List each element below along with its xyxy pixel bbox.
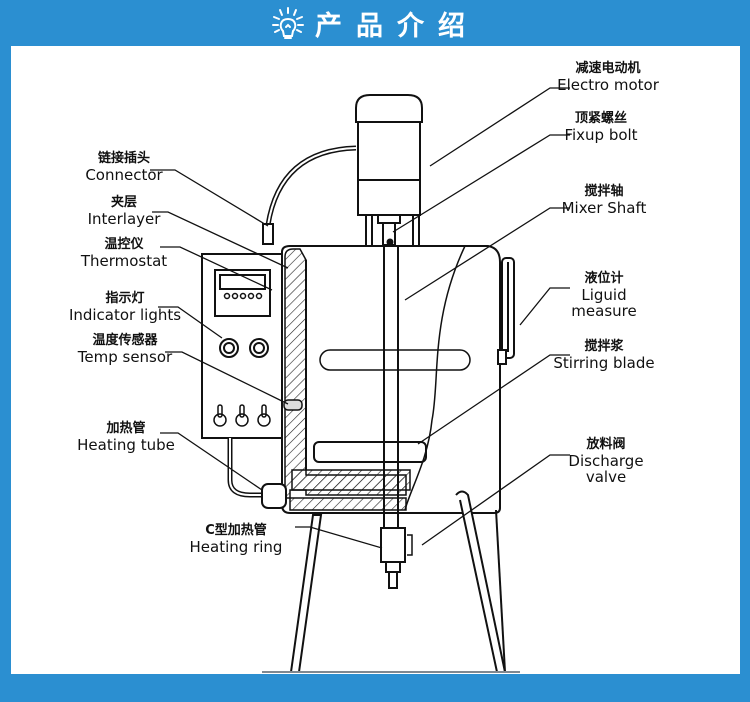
control-box-shape bbox=[201, 253, 303, 439]
electro-motor-shape bbox=[355, 94, 423, 246]
section-header: 产品介绍 bbox=[0, 0, 750, 46]
page-title: 产品介绍 bbox=[315, 10, 479, 42]
lightbulb-icon bbox=[272, 7, 304, 39]
tank-shape bbox=[281, 245, 515, 540]
